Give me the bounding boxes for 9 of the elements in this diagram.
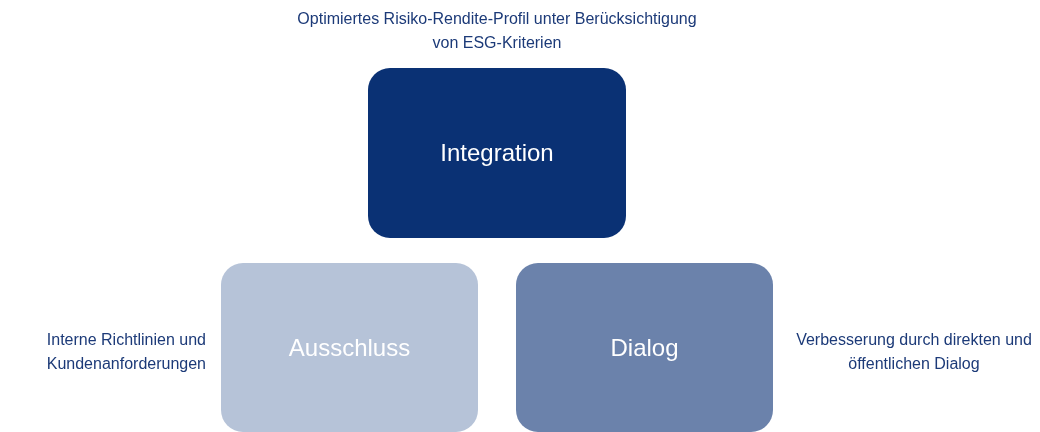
caption-text: Optimiertes Risiko-Rendite-Profil unter Berücksichtigung von ESG-Kriterien	[297, 9, 697, 53]
caption-text: Verbesserung durch direkten und öffentlichen Dialog	[795, 330, 1033, 374]
box-label: Ausschluss	[288, 333, 411, 362]
box-label: Integration	[440, 139, 554, 167]
category-box	[221, 263, 478, 432]
box-label: Dialog	[610, 333, 679, 362]
caption-text: Interne Richtlinien und Kundenanforderungen	[45, 330, 206, 374]
category-box	[368, 68, 626, 238]
category-box	[516, 263, 773, 432]
